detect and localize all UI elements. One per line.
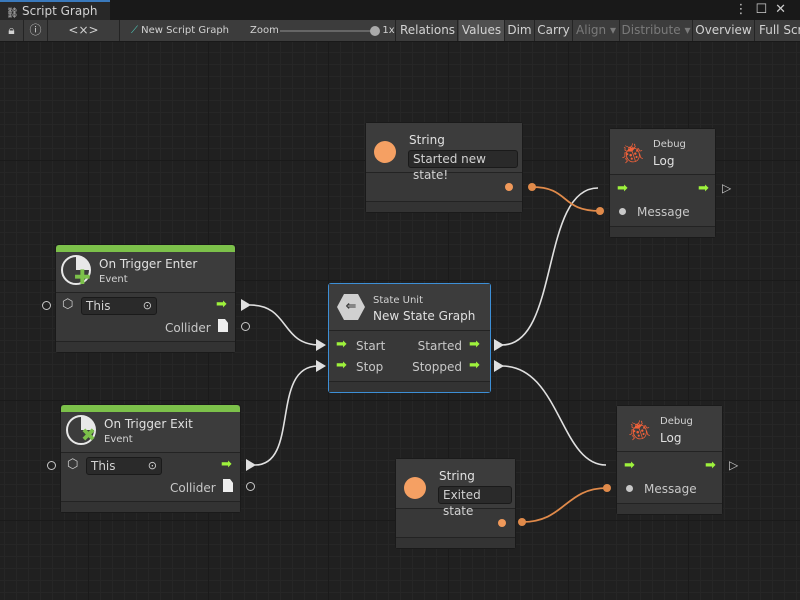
flow-out-port[interactable] [241,299,251,311]
values-button[interactable]: Values [459,20,505,41]
target-field[interactable]: This⊙ [86,457,162,475]
gameobject-icon: ⬡ [62,297,74,312]
fullscreen-button[interactable]: Full Screen [755,20,800,41]
hierarchy-icon: ⛓ [6,8,19,19]
plus-icon: ✚ [74,265,91,289]
on-trigger-exit-node[interactable]: ✖ On Trigger Exit Event ⬡ This⊙ ➡ Collid… [60,404,241,513]
flow-out-port[interactable] [246,459,256,471]
info-icon: ⓘ [29,23,42,37]
string-node-started[interactable]: String Started new state! [365,122,523,213]
carry-button[interactable]: Carry [535,20,573,41]
bug-icon: 🐞︎ [627,418,653,442]
string-value-field[interactable]: Exited state [438,486,512,518]
target-input-port[interactable] [42,301,51,310]
collider-output-port[interactable] [246,482,255,491]
message-port[interactable] [626,485,633,492]
flow-output-arrow-icon[interactable]: ➡ [221,457,232,472]
start-in-port[interactable] [316,339,326,351]
window-controls: ⋮☐✕ [734,2,794,17]
state-unit-node[interactable]: ⇐ State Unit New State Graph ➡ Start Sta… [328,283,491,393]
toolbar: 🔒︎ ⓘ <×> ⟋ New Script Graph Zoom 1x Rela… [0,20,800,42]
close-icon[interactable]: ✕ [775,2,794,17]
stopped-output-arrow-icon[interactable]: ➡ [469,358,480,373]
wire-exit-to-stop [254,365,319,466]
lock-button[interactable]: 🔒︎ [0,20,24,41]
stop-in-port[interactable] [316,360,326,372]
x-icon: ✖ [81,425,97,446]
flow-output-arrow-icon[interactable]: ➡ [705,458,716,473]
debug-log-node-b[interactable]: 🐞︎ Debug Log ➡ ➡ Message [616,405,723,515]
align-dropdown[interactable]: Align ▾ [573,20,620,41]
object-picker-icon[interactable]: ⊙ [142,299,152,312]
stop-input-arrow-icon[interactable]: ➡ [336,358,347,373]
distribute-dropdown[interactable]: Distribute ▾ [620,20,693,41]
flow-out-triangle-icon[interactable]: ▷ [722,181,732,195]
start-input-arrow-icon[interactable]: ➡ [336,337,347,352]
bug-icon: 🐞︎ [620,141,646,165]
wire-started-to-log-a [501,187,599,346]
flow-out-triangle-icon[interactable]: ▷ [729,458,739,472]
flow-output-arrow-icon[interactable]: ➡ [216,297,227,312]
port-dot [596,207,604,215]
zoom-slider-handle[interactable] [370,26,380,36]
string-output-port[interactable] [498,519,506,527]
flow-input-arrow-icon[interactable]: ➡ [617,181,628,196]
port-dot [518,518,526,526]
info-button[interactable]: ⓘ [24,20,48,41]
port-dot [603,484,611,492]
document-icon [223,479,233,492]
window-tab-bar: ⛓Script Graph ⋮☐✕ [0,0,800,20]
message-port[interactable] [619,208,626,215]
zoom-slider[interactable] [280,26,380,36]
debug-log-node-a[interactable]: 🐞︎ Debug Log ➡ ➡ Message [609,128,716,238]
variables-button[interactable]: <×> [48,20,120,41]
collider-output-port[interactable] [241,322,250,331]
graph-icon: ⟋ [130,25,138,36]
started-output-arrow-icon[interactable]: ➡ [469,337,480,352]
target-field[interactable]: This⊙ [81,297,157,315]
dim-button[interactable]: Dim [505,20,535,41]
graph-breadcrumb[interactable]: ⟋ New Script Graph [130,25,230,36]
tab-script-graph[interactable]: ⛓Script Graph [0,0,110,20]
target-input-port[interactable] [47,461,56,470]
string-node-exited[interactable]: String Exited state [395,458,516,549]
lock-icon: 🔒︎ [8,23,15,37]
wire-enter-to-start [249,304,321,346]
trigger-enter-icon [61,255,91,285]
wire-string-b-to-message [521,487,608,523]
document-icon [218,319,228,332]
trigger-exit-icon [66,415,96,445]
flow-output-arrow-icon[interactable]: ➡ [698,181,709,196]
wire-string-a-to-message [531,186,601,212]
string-value-field[interactable]: Started new state! [408,150,518,182]
started-out-port[interactable] [494,339,504,351]
more-menu-icon[interactable]: ⋮ [734,2,756,17]
string-icon [404,477,426,499]
zoom-label: Zoom [250,25,278,36]
on-trigger-enter-node[interactable]: ✚ On Trigger Enter Event ⬡ This⊙ ➡ Colli… [55,244,236,353]
port-dot [528,183,536,191]
stopped-out-port[interactable] [494,360,504,372]
maximize-icon[interactable]: ☐ [755,2,776,17]
flow-input-arrow-icon[interactable]: ➡ [624,458,635,473]
string-output-port[interactable] [505,183,513,191]
zoom-value: 1x [382,20,396,41]
wire-stopped-to-log-b [501,365,607,466]
string-icon [374,141,396,163]
object-picker-icon[interactable]: ⊙ [147,459,157,472]
relations-button[interactable]: Relations [398,20,458,41]
overview-button[interactable]: Overview [693,20,755,41]
gameobject-icon: ⬡ [67,457,79,472]
